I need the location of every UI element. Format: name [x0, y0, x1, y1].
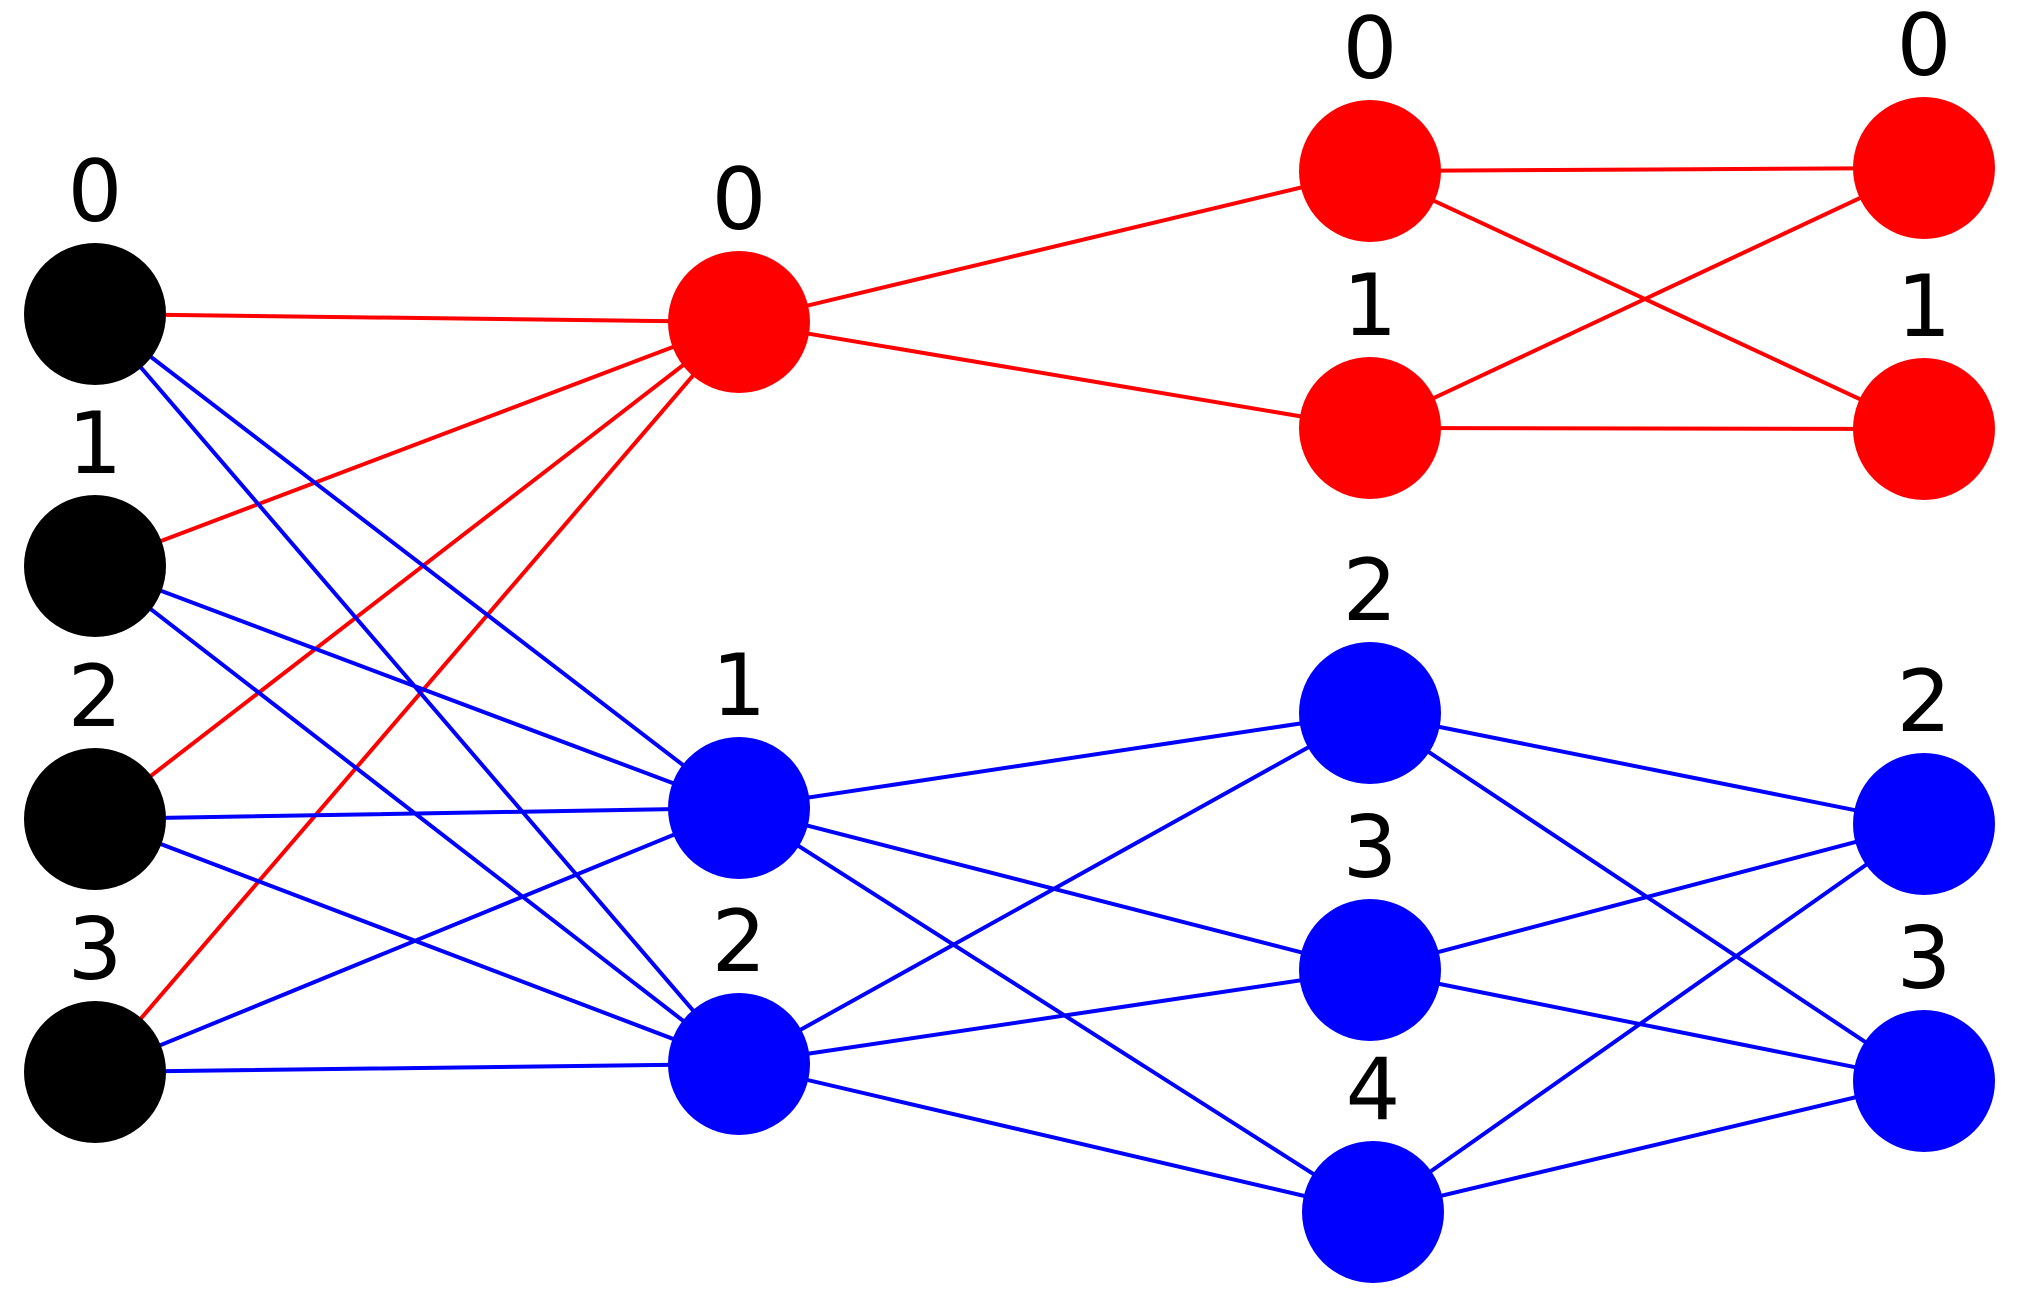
node-label-out-0: 0: [1897, 0, 1952, 96]
node-label-a-0: 0: [712, 150, 767, 250]
node-label-b-4: 4: [1346, 1040, 1401, 1140]
edges-layer: [93, 166, 1926, 1214]
edge-a-2-to-b-4: [737, 1062, 1375, 1214]
edge-input-3-to-a-1: [93, 806, 741, 1074]
node-label-out-3: 3: [1897, 909, 1952, 1009]
node-label-b-0: 0: [1343, 0, 1398, 99]
node-input-3: [24, 1001, 166, 1143]
edge-a-1-to-b-2: [737, 711, 1372, 810]
node-input-1: [24, 495, 166, 637]
node-out-0: [1853, 97, 1995, 239]
node-b-1: [1299, 357, 1441, 499]
edge-a-0-to-b-0: [737, 169, 1372, 324]
edge-b-0-to-out-0: [1368, 166, 1926, 173]
edge-input-3-to-a-0: [93, 320, 741, 1074]
node-label-input-1: 1: [68, 394, 123, 494]
node-label-input-0: 0: [68, 142, 123, 242]
edge-b-4-to-out-2: [1371, 822, 1926, 1214]
node-label-b-2: 2: [1343, 541, 1398, 641]
edge-a-2-to-b-3: [737, 968, 1372, 1066]
node-a-1: [668, 737, 810, 879]
node-input-2: [24, 748, 166, 890]
edge-input-2-to-a-0: [93, 320, 741, 821]
edge-b-3-to-out-3: [1368, 968, 1926, 1083]
edge-input-3-to-a-2: [93, 1062, 741, 1074]
edge-input-2-to-a-1: [93, 806, 741, 821]
node-label-b-3: 3: [1343, 798, 1398, 898]
node-label-a-2: 2: [712, 892, 767, 992]
edge-b-1-to-out-1: [1368, 426, 1926, 431]
node-out-2: [1853, 753, 1995, 895]
node-label-out-2: 2: [1897, 652, 1952, 752]
node-input-0: [24, 243, 166, 385]
node-b-3: [1299, 899, 1441, 1041]
labels-layer: 0 1 2 3 0 1 2 0 1 2 3 4 0 1 2 3: [68, 0, 1952, 1140]
node-label-input-2: 2: [68, 647, 123, 747]
node-a-2: [668, 993, 810, 1135]
edge-a-0-to-b-1: [737, 320, 1372, 430]
node-b-4: [1302, 1141, 1444, 1283]
edge-input-1-to-a-0: [93, 320, 741, 568]
edge-input-0-to-a-1: [93, 312, 741, 810]
nodes-layer: [24, 97, 1995, 1283]
node-b-2: [1299, 642, 1441, 784]
node-a-0: [668, 251, 810, 393]
edge-input-0-to-a-0: [93, 312, 741, 324]
edge-a-2-to-b-2: [737, 711, 1372, 1066]
edge-b-3-to-out-2: [1368, 822, 1926, 972]
node-label-out-1: 1: [1897, 257, 1952, 357]
node-label-input-3: 3: [68, 900, 123, 1000]
node-out-1: [1853, 358, 1995, 500]
edge-b-2-to-out-2: [1368, 711, 1926, 826]
node-out-3: [1853, 1010, 1995, 1152]
edge-input-1-to-a-1: [93, 564, 741, 810]
edge-a-1-to-b-4: [737, 806, 1375, 1214]
edge-b-4-to-out-3: [1371, 1079, 1926, 1214]
node-label-b-1: 1: [1343, 256, 1398, 356]
edge-b-1-to-out-0: [1368, 166, 1926, 430]
node-b-0: [1299, 100, 1441, 242]
node-label-a-1: 1: [712, 636, 767, 736]
